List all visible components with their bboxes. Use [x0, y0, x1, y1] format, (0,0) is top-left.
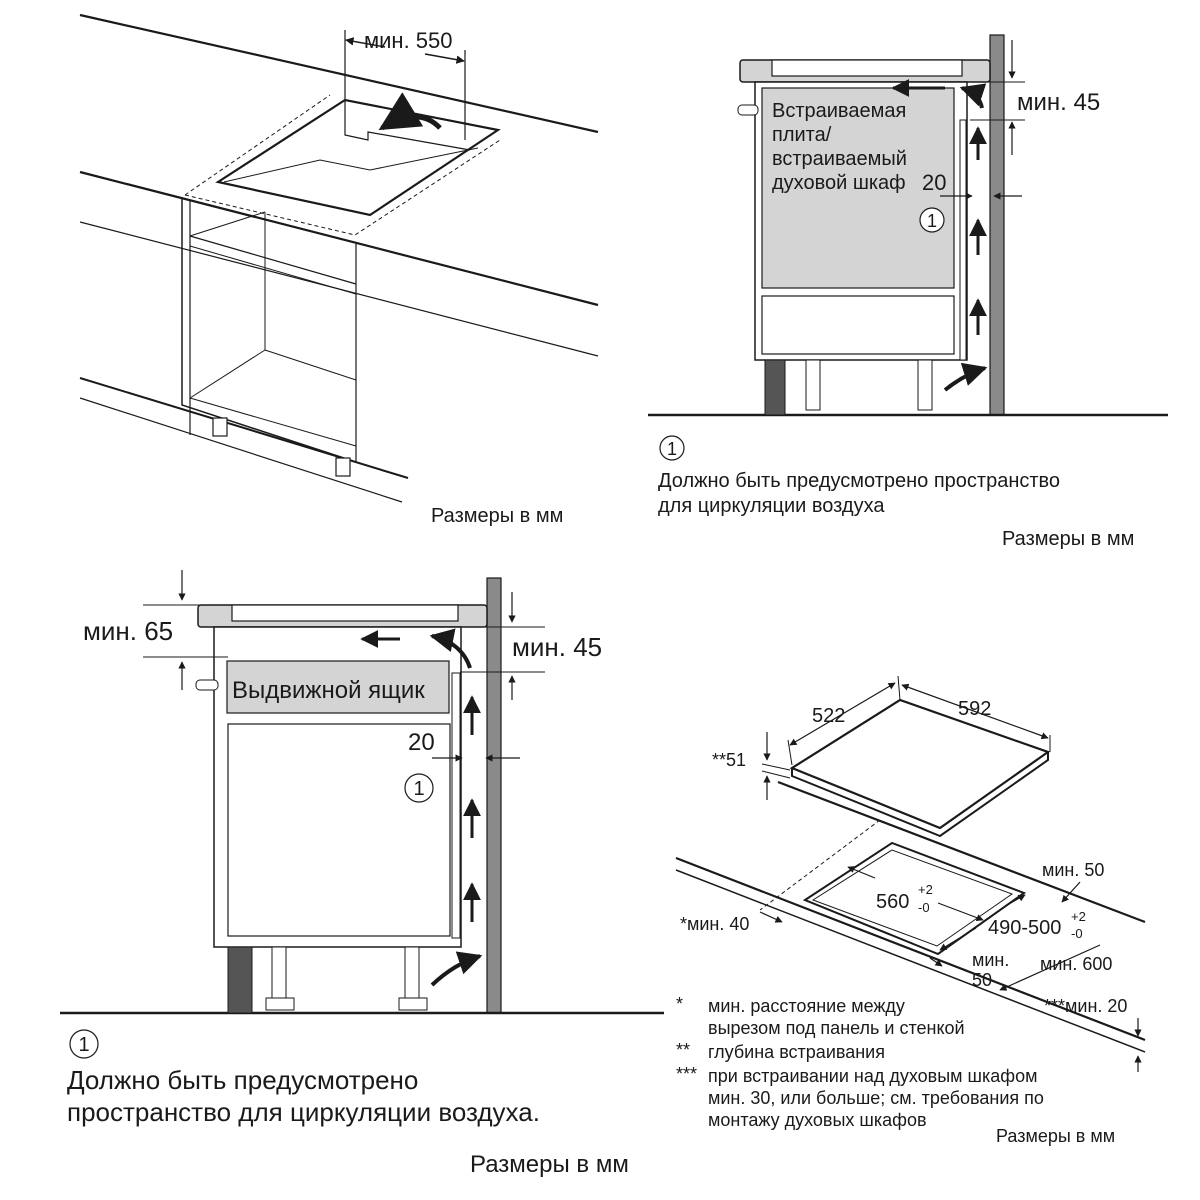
dim-min-600: мин. 600 — [1040, 954, 1112, 974]
appliance-label: Встраиваемая — [772, 100, 906, 122]
svg-text:для циркуляции воздуха: для циркуляции воздуха — [658, 495, 885, 517]
cabinet-outline — [181, 198, 357, 463]
floor-line-1 — [79, 377, 409, 479]
cabinet-leg — [805, 359, 821, 411]
cutout-opening — [215, 98, 501, 217]
svg-text:1: 1 — [78, 1034, 89, 1056]
handle — [737, 104, 759, 116]
cabinet-leg — [917, 359, 933, 411]
footnote-1: мин. расстояние между — [708, 996, 905, 1016]
svg-text:50: 50 — [972, 970, 992, 990]
svg-text:встраиваемый: встраиваемый — [772, 148, 907, 170]
units-label: Размеры в мм — [470, 1151, 629, 1178]
svg-text:пространство для циркуляции во: пространство для циркуляции воздуха. — [67, 1097, 540, 1127]
dim-20: 20 — [408, 729, 435, 756]
dim-560: 560 — [876, 891, 909, 913]
footnote-3: при встраивании над духовым шкафом — [708, 1066, 1037, 1086]
wall — [989, 34, 1005, 416]
note-text: Должно быть предусмотрено пространство — [658, 470, 1060, 492]
svg-text:плита/: плита/ — [772, 124, 832, 146]
cabinet-leg — [271, 946, 287, 1000]
svg-text:монтажу духовых шкафов: монтажу духовых шкафов — [708, 1110, 927, 1130]
drawer — [226, 660, 450, 714]
dim-20: 20 — [922, 170, 946, 195]
footnote-2-mark: ** — [676, 1040, 690, 1060]
svg-text:мин. 30, или больше; см. требо: мин. 30, или больше; см. требования по — [708, 1088, 1044, 1108]
countertop-front-edge — [79, 170, 599, 307]
svg-text:-0: -0 — [1071, 926, 1083, 941]
marker-circle — [919, 207, 945, 233]
marker-circle — [404, 773, 434, 803]
note-text: Должно быть предусмотрено — [67, 1065, 418, 1095]
footnote-3-mark: *** — [676, 1064, 697, 1084]
dim-min-50-top: мин. 50 — [1042, 860, 1104, 880]
units-label: Размеры в мм — [996, 1126, 1115, 1146]
countertop-back-edge — [777, 780, 1146, 924]
panel-drawer-install: Выдвижной ящик мин. 65 мин. 45 20 — [60, 570, 664, 1178]
cabinet-leg — [404, 946, 420, 1000]
units-label: Размеры в мм — [431, 505, 563, 527]
svg-text:1: 1 — [413, 778, 424, 800]
svg-text:+2: +2 — [1071, 909, 1086, 924]
svg-text:-0: -0 — [918, 900, 930, 915]
footnote-1-mark: * — [676, 994, 683, 1014]
floor-line-2 — [79, 397, 403, 503]
panel-countertop-cutout: мин. 550 Размеры в мм — [79, 13, 599, 527]
insert-arrow-icon — [378, 92, 442, 131]
plinth — [764, 359, 786, 416]
dim-min-20: ***мин. 20 — [1044, 996, 1127, 1016]
cabinet-foot — [335, 457, 351, 477]
hob — [231, 604, 459, 622]
plinth — [227, 946, 253, 1014]
dim-min-550: мин. 550 — [364, 28, 453, 53]
handle — [195, 679, 219, 691]
dim-min-40: *мин. 40 — [680, 914, 749, 934]
units-label: Размеры в мм — [1002, 528, 1134, 550]
cabinet-foot — [212, 417, 228, 437]
note-marker-circle — [69, 1029, 99, 1059]
dim-min-45: мин. 45 — [1017, 89, 1100, 116]
panel-oven-install: Встраиваемая плита/ встраиваемый духовой… — [648, 34, 1168, 550]
footnote-2: глубина встраивания — [708, 1042, 885, 1062]
note-marker-circle — [659, 435, 685, 461]
dim-min-45: мин. 45 — [512, 632, 602, 662]
svg-text:+2: +2 — [918, 882, 933, 897]
svg-text:духовой шкаф: духовой шкаф — [772, 172, 906, 194]
hob — [771, 59, 963, 77]
svg-text:1: 1 — [667, 439, 677, 459]
dim-522: 522 — [812, 705, 845, 727]
dim-592: 592 — [958, 698, 991, 720]
countertop-front-edge — [675, 856, 1146, 1042]
dim-490-500: 490-500 — [988, 917, 1061, 939]
dim-51: **51 — [712, 750, 746, 770]
svg-text:вырезом под панель и стенкой: вырезом под панель и стенкой — [708, 1018, 965, 1038]
svg-text:1: 1 — [927, 211, 937, 231]
countertop-back-edge — [79, 13, 599, 134]
drawer-label: Выдвижной ящик — [232, 677, 425, 704]
appliance-box — [761, 87, 955, 289]
panel-hob-dimensions: 522 592 **51 560 +2 -0 490-500 +2 -0 — [675, 675, 1146, 1146]
wall — [486, 577, 502, 1014]
dim-min-65: мин. 65 — [83, 616, 173, 646]
dim-min-50-bottom: мин. — [972, 950, 1009, 970]
